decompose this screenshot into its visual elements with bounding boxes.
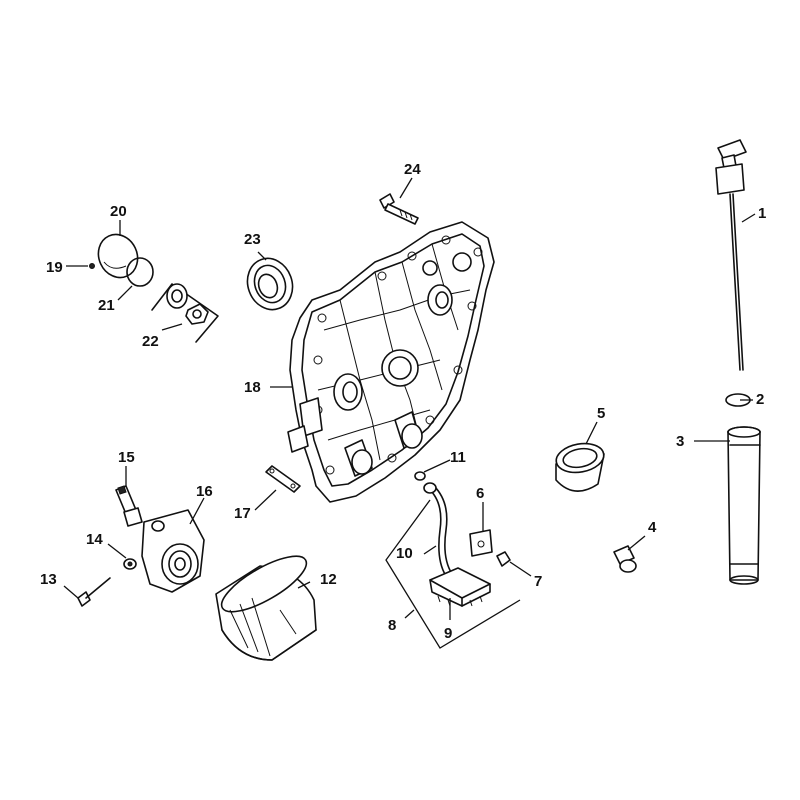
bolt-24 bbox=[379, 193, 419, 225]
oil-seal bbox=[246, 257, 294, 311]
o-ring-11 bbox=[414, 471, 426, 481]
callout-3: 3 bbox=[676, 433, 684, 450]
oil-filter bbox=[215, 555, 317, 661]
plug-fitting bbox=[613, 545, 637, 573]
callout-21: 21 bbox=[98, 297, 115, 314]
screw-13 bbox=[77, 577, 111, 607]
closure-plate bbox=[287, 221, 495, 503]
callout-5: 5 bbox=[597, 405, 605, 422]
leader-lines bbox=[63, 177, 756, 620]
callout-18: 18 bbox=[244, 379, 261, 396]
sleeve-bearing bbox=[555, 442, 605, 492]
callout-12: 12 bbox=[320, 571, 337, 588]
callout-16: 16 bbox=[196, 483, 213, 500]
filter-adapter bbox=[141, 509, 205, 593]
bracket-8 bbox=[385, 499, 521, 649]
bracket-6 bbox=[469, 529, 493, 557]
oil-pickup bbox=[423, 482, 491, 607]
callout-23: 23 bbox=[244, 231, 261, 248]
callout-13: 13 bbox=[40, 571, 57, 588]
callout-24: 24 bbox=[404, 161, 421, 178]
callout-14: 14 bbox=[86, 531, 103, 548]
dipstick bbox=[715, 139, 747, 371]
callout-4: 4 bbox=[648, 519, 657, 536]
callout-22: 22 bbox=[142, 333, 159, 350]
callout-15: 15 bbox=[118, 449, 135, 466]
callout-17: 17 bbox=[234, 505, 251, 522]
callout-1: 1 bbox=[758, 205, 766, 222]
gasket bbox=[265, 465, 301, 493]
o-ring-21 bbox=[126, 257, 154, 287]
callout-9: 9 bbox=[444, 625, 452, 642]
washer bbox=[123, 558, 137, 570]
dipstick-tube bbox=[727, 426, 761, 585]
callout-labels: 1 2 3 4 5 6 7 8 9 10 11 12 13 14 15 16 1… bbox=[40, 161, 766, 642]
bearing-22 bbox=[151, 283, 219, 343]
callout-8: 8 bbox=[388, 617, 396, 634]
callout-20: 20 bbox=[110, 203, 127, 220]
callout-19: 19 bbox=[46, 259, 63, 276]
callout-6: 6 bbox=[476, 485, 484, 502]
pressure-switch bbox=[115, 485, 143, 527]
screw-19 bbox=[89, 263, 95, 269]
callout-10: 10 bbox=[396, 545, 413, 562]
callout-7: 7 bbox=[534, 573, 542, 590]
cover-plate bbox=[97, 233, 139, 279]
callout-2: 2 bbox=[756, 391, 764, 408]
screw-7 bbox=[496, 551, 511, 567]
callout-11: 11 bbox=[450, 449, 466, 466]
